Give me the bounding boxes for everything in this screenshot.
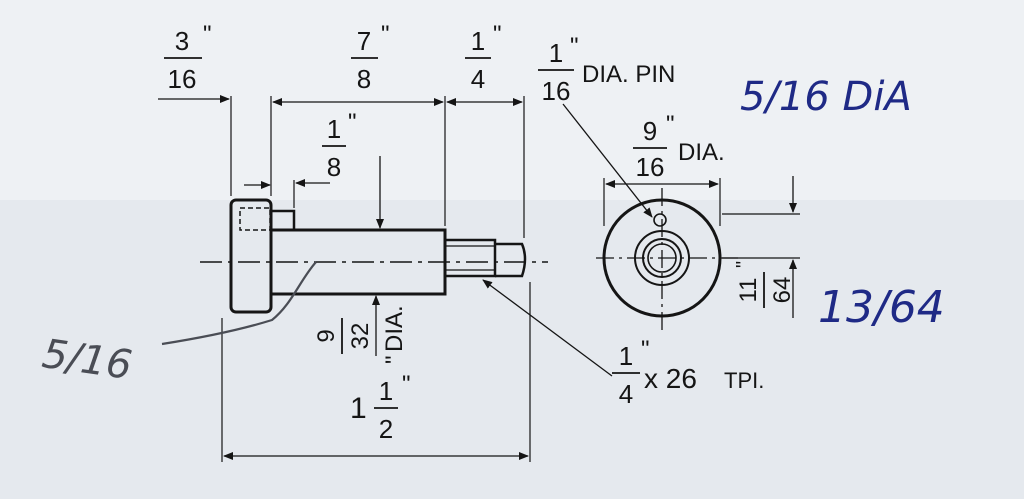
svg-text:": " — [203, 21, 212, 48]
svg-text:1: 1 — [549, 38, 563, 68]
svg-text:32: 32 — [347, 323, 374, 350]
threaded-end — [443, 238, 497, 278]
svg-text:8: 8 — [327, 152, 341, 182]
svg-text:1: 1 — [350, 392, 367, 425]
svg-text:": " — [641, 336, 650, 363]
dim-pin-dia-label: 1 " 16 DIA. PIN — [538, 33, 675, 106]
pin-tip — [495, 242, 527, 278]
svg-text:": " — [666, 111, 675, 138]
svg-text:2: 2 — [379, 414, 393, 444]
svg-text:DIA. PIN: DIA. PIN — [582, 61, 675, 88]
handwritten-dia-note: 5/16 DiA — [740, 74, 912, 120]
svg-text:64: 64 — [769, 277, 796, 304]
head-outline-circle — [602, 198, 722, 318]
svg-text:x 26: x 26 — [644, 363, 697, 394]
svg-text:": " — [733, 261, 755, 268]
cross-pin-circle — [653, 213, 667, 227]
dim-offset-label: 11 " 64 — [733, 261, 796, 308]
svg-text:1: 1 — [471, 26, 485, 56]
svg-text:1: 1 — [327, 114, 341, 144]
svg-text:1: 1 — [379, 376, 393, 406]
svg-text:16: 16 — [636, 152, 665, 182]
side-view — [200, 198, 548, 314]
handwritten-offset-note: 13/64 — [818, 282, 945, 333]
svg-text:": " — [381, 21, 390, 48]
head-width-num: 3 — [175, 26, 189, 56]
dim-head-width-label: 3 " 16 — [164, 21, 212, 94]
dim-thread-length-label: 1 " 4 — [465, 21, 502, 94]
svg-text:": " — [570, 33, 579, 60]
svg-text:7: 7 — [357, 26, 371, 56]
thread-inner-circle — [647, 243, 677, 273]
svg-text:": " — [381, 355, 408, 364]
dim-shank-dia-label: 9 32 " DIA. — [313, 305, 408, 364]
thread-outer-circle — [642, 238, 682, 278]
svg-text:DIA.: DIA. — [678, 139, 725, 166]
svg-text:8: 8 — [357, 64, 371, 94]
svg-text:": " — [493, 21, 502, 48]
svg-text:4: 4 — [619, 379, 633, 409]
dim-end-view-dia-label: 9 " 16 DIA. — [633, 111, 725, 182]
end-view — [596, 176, 800, 334]
svg-text:TPI.: TPI. — [724, 368, 764, 393]
dim-thread-spec-label: 1 " 4 x 26 TPI. — [612, 336, 764, 409]
svg-text:11: 11 — [735, 278, 762, 303]
svg-text:9: 9 — [643, 116, 657, 146]
head-width-den: 16 — [168, 64, 197, 94]
svg-text:": " — [402, 371, 411, 398]
dimension-lines — [158, 95, 653, 460]
svg-text:9: 9 — [313, 329, 340, 342]
handwritten-leader-line — [161, 261, 317, 346]
dim-shank-length-label: 7 " 8 — [351, 21, 390, 94]
shank-circle — [634, 230, 690, 286]
svg-text:16: 16 — [542, 76, 571, 106]
svg-text:1: 1 — [619, 341, 633, 371]
svg-text:DIA.: DIA. — [381, 305, 408, 352]
extension-lines — [221, 96, 531, 462]
svg-text:": " — [348, 109, 357, 136]
svg-text:4: 4 — [471, 64, 485, 94]
dim-overall-length-label: 1 1 " 2 — [350, 371, 411, 444]
paper-fold-shadow — [0, 200, 1024, 499]
dim-step-label: 1 " 8 — [322, 109, 357, 182]
